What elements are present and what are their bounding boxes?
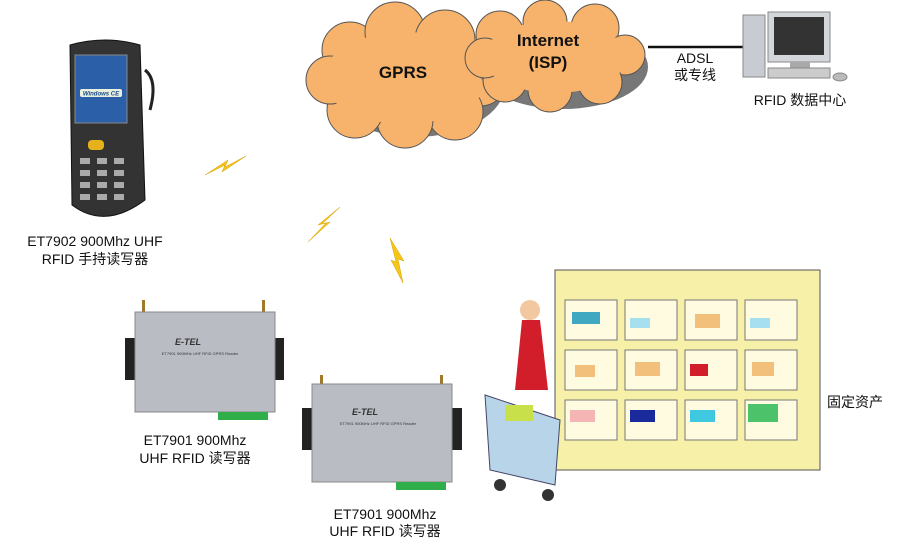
dedicated-line-label: 或专线 [674, 67, 716, 83]
rfid-reader-2-image: E-TEL ET7901 900MHz UHF RFID GPRS Reader [302, 375, 462, 490]
internet-cloud: Internet (ISP) [464, 0, 648, 113]
handheld-label-line2: RFID 手持读写器 [41, 251, 149, 267]
rfid-reader-1-image: E-TEL ET7901 900MHz UHF RFID GPRS Reader [125, 300, 284, 420]
computer-icon [742, 11, 848, 82]
reader2-label-line1: ET7901 900Mhz [333, 506, 437, 522]
reader1-label-line2: UHF RFID 读写器 [139, 450, 251, 466]
isp-label: (ISP) [529, 53, 568, 72]
reader-brand: E-TEL [175, 337, 201, 347]
adsl-label: ADSL [676, 50, 714, 66]
windows-ce-banner [80, 89, 122, 97]
asset-shelf-image [484, 269, 821, 501]
handheld-os-brand: Windows CE [83, 92, 120, 98]
lightning-icon [307, 206, 341, 243]
handheld-reader-image: Windows CE [69, 39, 155, 217]
handheld-label-line1: ET7902 900Mhz UHF [27, 233, 163, 249]
reader1-label-line1: ET7901 900Mhz [143, 432, 247, 448]
fixed-assets-label: 固定资产 [827, 394, 883, 410]
reader-model: ET7901 900MHz UHF RFID GPRS Reader [340, 421, 417, 426]
reader-model: ET7901 900MHz UHF RFID GPRS Reader [162, 351, 239, 356]
internet-label: Internet [517, 31, 580, 50]
lightning-icon [389, 237, 405, 284]
datacenter-label: RFID 数据中心 [753, 92, 847, 108]
reader2-label-line2: UHF RFID 读写器 [329, 523, 441, 539]
reader-brand: E-TEL [352, 407, 378, 417]
gprs-label: GPRS [379, 63, 427, 82]
lightning-icon [204, 155, 247, 176]
